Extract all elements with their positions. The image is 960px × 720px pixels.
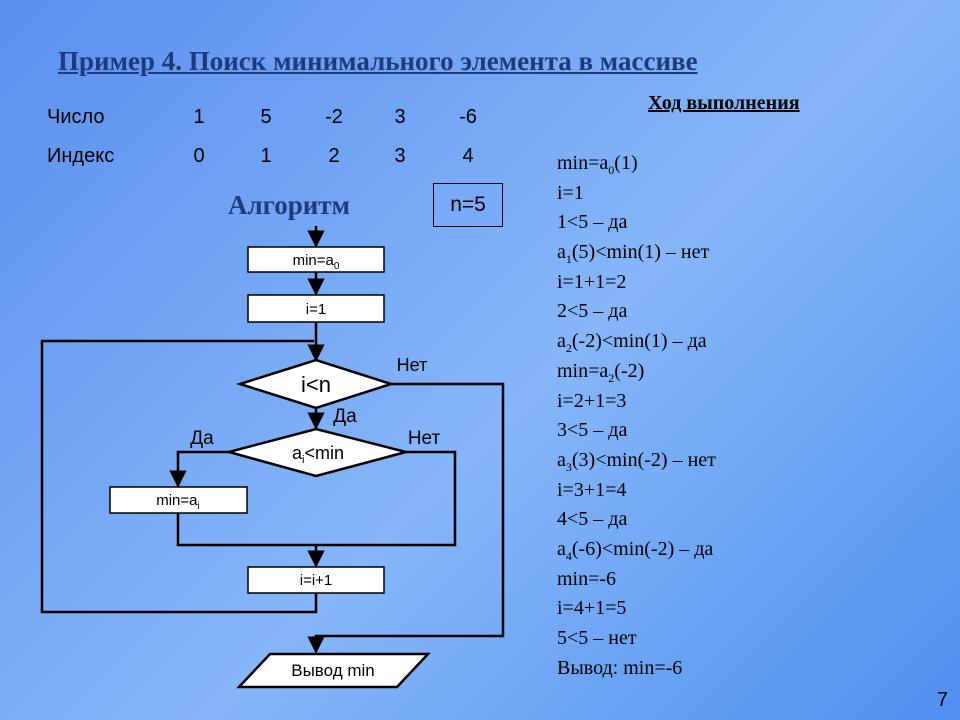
step-text: 5<5 – нет	[557, 627, 637, 649]
execution-step: 2<5 – да	[557, 297, 716, 327]
step-subscript: 2	[565, 341, 572, 356]
step-text: a	[557, 537, 566, 560]
index-cell: 2	[328, 145, 340, 167]
flow-arrow	[169, 450, 229, 488]
n-value-box: n=5	[433, 183, 503, 227]
index-cell: 3	[394, 145, 406, 167]
step-text: a	[557, 448, 566, 471]
execution-step: 4<5 – да	[557, 505, 716, 535]
loop-condition-text: i<n	[301, 372, 331, 397]
assign-min-text: min=ai	[156, 492, 200, 512]
step-text: (3)<min(-2) – нет	[571, 448, 716, 471]
min-condition-text: ai<min	[292, 443, 344, 466]
step-subscript: 1	[565, 252, 572, 267]
init-min-text: min=a0	[293, 252, 340, 272]
execution-step: Вывод: min=-6	[557, 654, 716, 684]
number-row-label: Число	[47, 106, 105, 128]
execution-step: a2(-2)<min(1) – да	[557, 327, 716, 357]
step-subscript: 4	[565, 548, 572, 563]
step-text: 3<5 – да	[557, 419, 628, 442]
page-number: 7	[936, 689, 948, 711]
loop-yes-label: Да	[333, 406, 357, 427]
loop-condition-diamond	[235, 358, 396, 410]
execution-step: 5<5 – нет	[557, 624, 716, 654]
step-text: min=-6	[557, 567, 617, 590]
execution-step: min=-6	[557, 565, 716, 595]
output-parallelogram	[236, 652, 431, 689]
algorithm-title: Алгоритм	[228, 190, 350, 220]
step-text: (-2)<min(1) – да	[571, 330, 707, 353]
min-condition-diamond	[224, 427, 411, 478]
number-cell: 1	[193, 106, 205, 128]
execution-step: 3<5 – да	[557, 416, 716, 446]
number-cell: -6	[459, 106, 477, 128]
assign-min-block	[109, 486, 248, 514]
index-cell: 0	[193, 145, 205, 167]
execution-step: i=2+1=3	[557, 387, 716, 417]
step-text: a	[557, 330, 566, 353]
step-text: 4<5 – да	[557, 508, 628, 531]
step-text: min=a	[557, 359, 609, 382]
execution-step: min=a2(-2)	[557, 357, 716, 387]
execution-title: Ход выполнения	[648, 92, 800, 114]
step-subscript: 0	[608, 163, 615, 177]
output-text: Вывод min	[291, 661, 375, 680]
increment-text: i=i+1	[300, 572, 333, 589]
execution-step: a1(5)<min(1) – нет	[557, 238, 716, 268]
step-text: 1<5 – да	[557, 211, 628, 234]
step-text: a	[557, 241, 566, 264]
flow-line	[176, 513, 316, 547]
loop-back-line	[40, 339, 318, 614]
step-text: (-2)	[614, 359, 645, 382]
number-cell: 5	[260, 106, 272, 128]
flow-line	[316, 450, 457, 547]
execution-step: min=a0(1)	[557, 149, 716, 179]
step-text: 2<5 – да	[557, 300, 628, 323]
min-yes-label: Да	[190, 428, 214, 449]
slide-title: Пример 4. Поиск минимального элемента в …	[58, 46, 698, 76]
execution-step: i=1	[557, 179, 716, 209]
step-text: i=4+1=5	[557, 597, 627, 620]
number-cell: -2	[325, 106, 343, 128]
step-text: (1)	[614, 152, 638, 174]
execution-step: 1<5 – да	[557, 208, 716, 238]
step-text: (-6)<min(-2) – да	[571, 537, 714, 560]
init-i-block	[247, 294, 385, 323]
execution-step: a3(3)<min(-2) – нет	[557, 446, 716, 476]
number-cell: 3	[394, 106, 406, 128]
step-text: (5)<min(1) – нет	[571, 241, 710, 264]
init-min-block	[247, 246, 385, 273]
step-text: min=a	[557, 152, 609, 174]
min-no-label: Нет	[408, 428, 441, 449]
step-subscript: 3	[565, 459, 572, 474]
step-text: i=2+1=3	[557, 389, 627, 412]
index-cell: 4	[462, 145, 474, 167]
execution-step: i=4+1=5	[557, 594, 716, 624]
execution-step: i=1+1=2	[557, 268, 716, 298]
loop-no-label: Нет	[397, 355, 428, 375]
step-subscript: 2	[608, 370, 615, 385]
step-text: i=1+1=2	[557, 270, 627, 293]
step-text: i=1	[557, 181, 584, 204]
init-i-text: i=1	[306, 301, 326, 318]
increment-block	[247, 566, 385, 594]
execution-step: i=3+1=4	[557, 476, 716, 506]
step-text: Вывод: min=-6	[557, 656, 683, 679]
index-row-label: Индекс	[47, 145, 115, 167]
index-cell: 1	[260, 145, 272, 167]
exit-line	[307, 382, 505, 654]
step-text: i=3+1=4	[557, 478, 627, 501]
execution-step: a4(-6)<min(-2) – да	[557, 535, 716, 565]
